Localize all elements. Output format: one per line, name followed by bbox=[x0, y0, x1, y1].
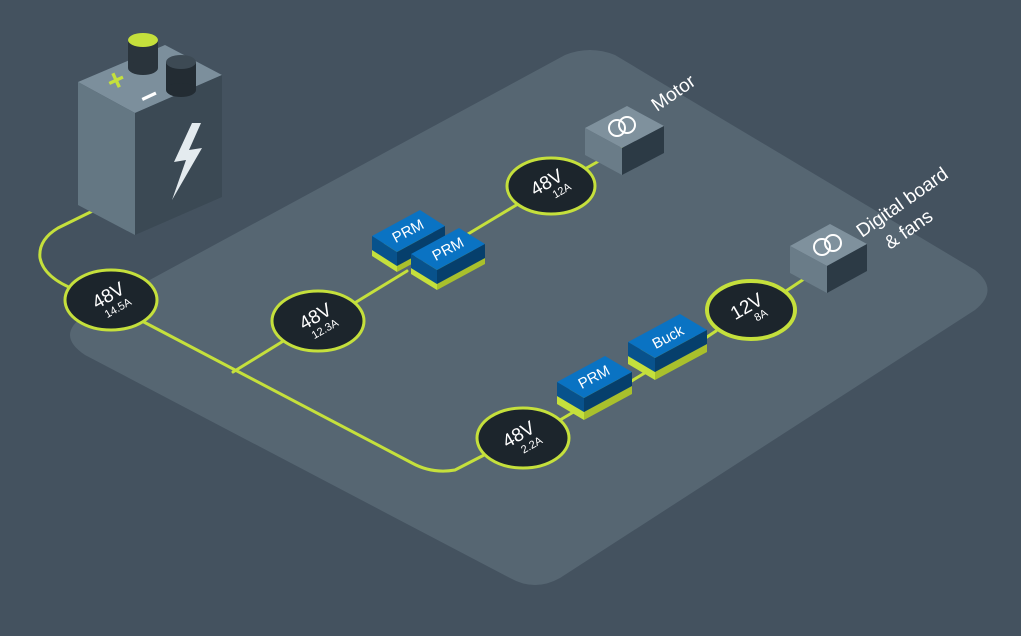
node-motor-input: 48V 12A bbox=[505, 156, 597, 216]
battery-left-face bbox=[78, 82, 135, 235]
negative-terminal bbox=[166, 55, 196, 97]
prm-module-3: PRM bbox=[557, 356, 632, 420]
battery: + − bbox=[78, 33, 222, 235]
transformer-icon bbox=[608, 116, 636, 137]
wire-motor-mid bbox=[346, 269, 409, 309]
wire-motor-to-node bbox=[466, 202, 520, 236]
wire-motor-branch bbox=[231, 338, 287, 374]
wire-main-trunk bbox=[138, 318, 490, 473]
wire-battery-to-main bbox=[38, 198, 117, 292]
platform bbox=[70, 50, 988, 585]
digital-load bbox=[790, 224, 867, 293]
lightning-bolt-icon bbox=[172, 123, 202, 200]
motor-load bbox=[585, 106, 664, 175]
node-digital-output: 12V 8A bbox=[705, 279, 797, 341]
transformer-icon bbox=[813, 234, 842, 256]
node-main: 48V 14.5A bbox=[63, 268, 159, 332]
node-motor-branch: 48V 12.3A bbox=[270, 289, 366, 353]
buck-module: Buck bbox=[628, 314, 707, 380]
positive-terminal bbox=[128, 33, 158, 75]
node-digital-branch: 48V 2.2A bbox=[475, 406, 571, 470]
prm-module-2: PRM bbox=[411, 228, 485, 290]
